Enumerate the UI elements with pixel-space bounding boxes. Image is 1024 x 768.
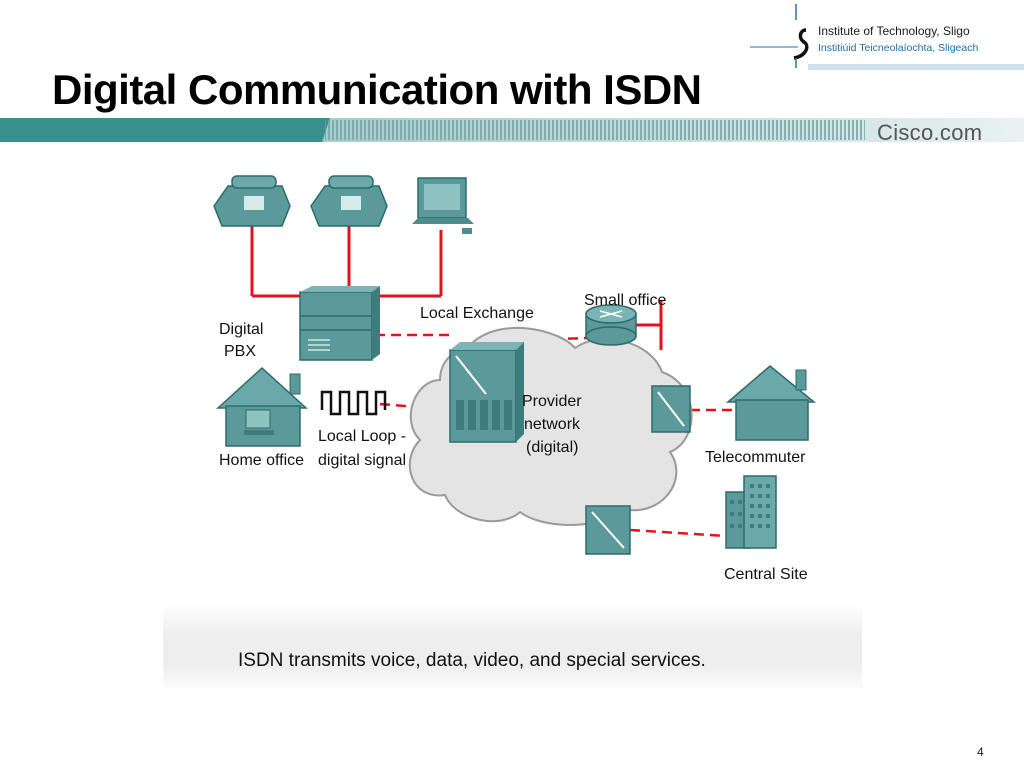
- digital-signal-wave: [320, 390, 387, 416]
- label-provider-network-1: Provider: [522, 393, 582, 410]
- router-icon: [585, 304, 637, 346]
- header-banner: [0, 118, 1024, 142]
- institute-logo: [748, 0, 1024, 72]
- institute-name: Institute of Technology, Sligo: [818, 24, 970, 38]
- label-provider-network-3: (digital): [526, 439, 579, 456]
- central-site-building-icon: [725, 475, 777, 549]
- isdn-network-diagram: [213, 175, 817, 555]
- label-local-exchange: Local Exchange: [420, 305, 534, 322]
- telephone-icon: [213, 175, 291, 227]
- label-provider-network-2: network: [524, 416, 581, 433]
- pbx-wiring: [250, 226, 663, 350]
- label-digital-pbx: Digital: [219, 321, 264, 338]
- page-number: 4: [977, 745, 984, 759]
- isdn-switch-icon: [651, 385, 691, 433]
- label-digital-pbx-2: PBX: [224, 343, 257, 360]
- isdn-switch-icon: [585, 505, 631, 555]
- isdn-switch-icon: [449, 342, 524, 443]
- cisco-brand: Cisco.com: [877, 120, 983, 145]
- label-small-office: Small office: [584, 292, 667, 309]
- caption-box: [163, 604, 862, 692]
- label-telecommuter: Telecommuter: [705, 449, 806, 466]
- telecommuter-house-icon: [725, 365, 817, 441]
- label-local-loop: Local Loop -: [318, 428, 407, 445]
- pbx-icon: [299, 286, 380, 361]
- label-home-office: Home office: [219, 452, 305, 469]
- slide-title: Digital Communication with ISDN: [52, 66, 702, 113]
- computer-icon: [412, 177, 474, 234]
- label-central-site: Central Site: [724, 566, 808, 583]
- label-digital-signal: digital signal: [318, 452, 407, 469]
- caption-text: ISDN transmits voice, data, video, and s…: [238, 650, 706, 671]
- telephone-icon: [310, 175, 388, 227]
- institute-name-irish: Institiúid Teicneolaíochta, Sligeach: [818, 42, 979, 54]
- home-office-icon: [216, 366, 308, 447]
